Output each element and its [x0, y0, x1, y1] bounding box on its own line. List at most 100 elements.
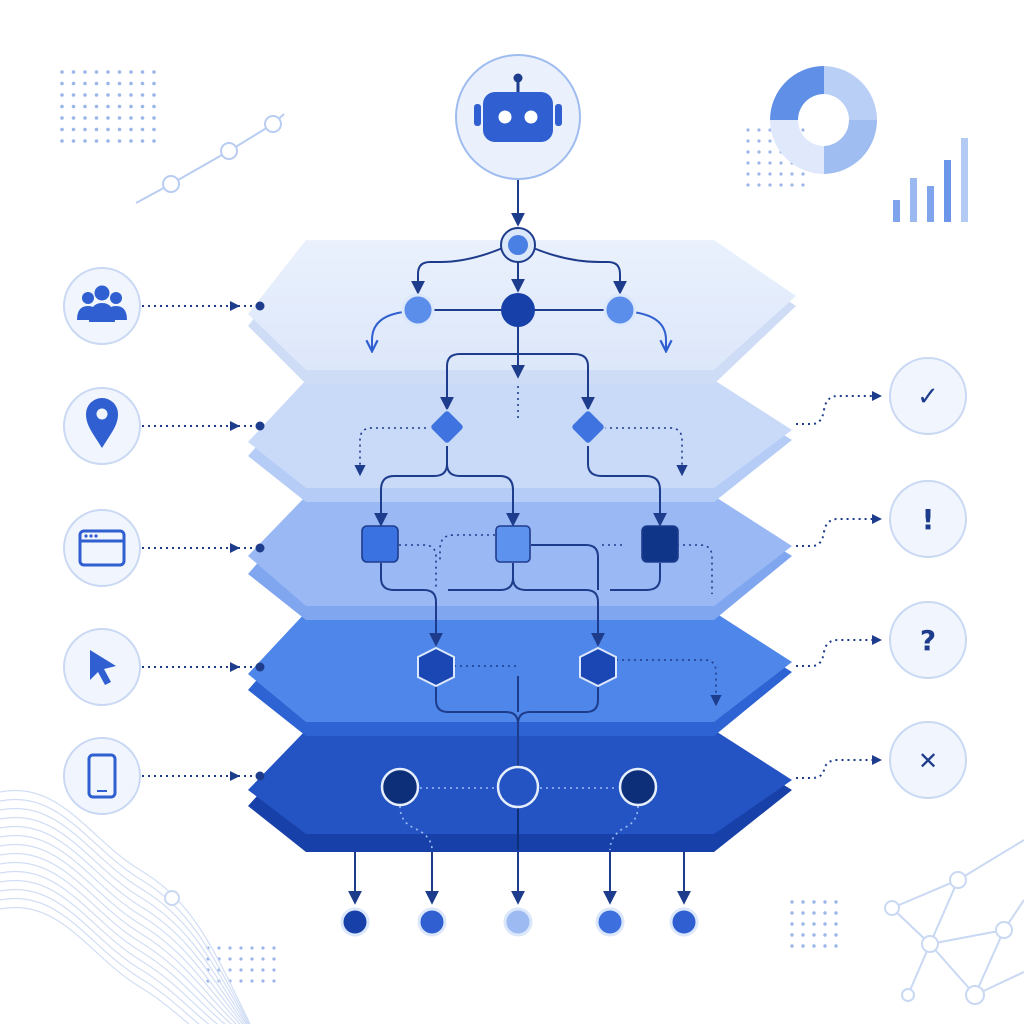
output-connector-arrows	[872, 391, 882, 765]
decor-dot	[117, 104, 122, 109]
decor-dot	[152, 70, 156, 74]
decor-dot	[71, 127, 76, 132]
decor-wave	[0, 906, 190, 1024]
decor-dot	[117, 70, 122, 74]
decor-dot	[94, 81, 99, 86]
decor-dot	[272, 968, 276, 972]
decor-dot	[239, 957, 243, 961]
decor-dot	[239, 946, 243, 950]
output-dot-5[interactable]	[669, 907, 699, 937]
decor-dot	[94, 70, 99, 74]
decor-dot	[94, 139, 99, 143]
hub-node[interactable]	[501, 293, 535, 327]
decor-dot	[71, 70, 76, 74]
process-node-right[interactable]	[641, 525, 679, 563]
layer-1-nodes[interactable]	[401, 227, 637, 327]
decor-dot	[746, 183, 750, 187]
decor-dot	[834, 911, 838, 915]
process-node-left[interactable]	[361, 525, 399, 563]
input-browser[interactable]	[63, 509, 141, 587]
output-dots[interactable]	[340, 907, 699, 937]
process-node-center[interactable]	[495, 525, 531, 563]
decision-node-right[interactable]	[570, 409, 607, 446]
layer-2	[248, 380, 792, 502]
question-icon: ?	[920, 624, 936, 657]
decor-dot	[746, 128, 750, 132]
decor-dot	[261, 979, 265, 983]
decor-dot	[129, 70, 133, 74]
status-success[interactable]: ✓	[889, 357, 967, 435]
status-warning[interactable]: !	[889, 480, 967, 558]
decor-wave	[0, 816, 248, 1024]
layer-3-nodes[interactable]	[361, 525, 679, 563]
decor-wave	[0, 834, 244, 1024]
decor-dot	[60, 81, 64, 86]
decor-dot	[117, 139, 122, 143]
output-status-icons[interactable]: ✓ ! ? ✕	[889, 357, 967, 799]
output-dot-2[interactable]	[417, 907, 447, 937]
decor-dot	[83, 70, 87, 74]
decor-dot	[152, 127, 156, 132]
decor-dot	[834, 900, 838, 904]
decor-dot	[117, 127, 122, 132]
hex-node-right[interactable]	[579, 646, 617, 688]
decor-dot	[779, 161, 783, 165]
branch-node-left[interactable]	[401, 293, 435, 327]
output-node-right[interactable]	[618, 767, 658, 807]
decor-dot	[106, 104, 110, 109]
input-mobile[interactable]	[63, 737, 141, 815]
decor-dot	[71, 139, 76, 143]
input-icons[interactable]	[63, 267, 141, 815]
decor-wave	[0, 897, 200, 1024]
donut-chart-doodle	[770, 66, 877, 174]
decor-dot	[94, 127, 99, 132]
decor-dot	[801, 922, 805, 926]
input-connectors	[142, 305, 252, 777]
decor-dot	[71, 93, 76, 97]
top-node[interactable]	[455, 54, 581, 180]
output-dot-4[interactable]	[595, 907, 625, 937]
decor-dot	[60, 104, 64, 109]
decor-wave	[0, 798, 250, 1024]
layer-5-nodes[interactable]	[380, 765, 658, 809]
decor-dot	[239, 979, 243, 983]
layer-4-nodes[interactable]	[417, 646, 617, 688]
input-location[interactable]	[63, 387, 141, 465]
decor-dot	[152, 116, 156, 120]
decor-dot	[106, 139, 110, 143]
decor-dot	[129, 127, 133, 132]
decor-dot	[779, 183, 783, 187]
output-node-left[interactable]	[380, 767, 420, 807]
output-dot-1[interactable]	[340, 907, 370, 937]
decor-dot	[106, 70, 110, 74]
input-cursor[interactable]	[63, 628, 141, 706]
decor-dot	[129, 81, 133, 86]
decor-dot	[60, 70, 64, 74]
decor-dot	[60, 93, 64, 97]
dot-grid-top-left	[60, 70, 156, 143]
decor-dot	[71, 116, 76, 120]
close-icon: ✕	[918, 747, 938, 775]
status-question[interactable]: ?	[889, 601, 967, 679]
branch-node-right[interactable]	[603, 293, 637, 327]
flow-lines	[354, 246, 722, 768]
decor-dot	[812, 900, 816, 904]
decor-dot	[250, 957, 254, 961]
decor-dot	[94, 116, 99, 120]
layer-2-nodes[interactable]	[429, 409, 607, 446]
wave-lines-doodle	[0, 789, 251, 1024]
hex-node-left[interactable]	[417, 646, 455, 688]
decor-dot	[801, 183, 805, 187]
output-dot-3[interactable]	[503, 907, 533, 937]
status-error[interactable]: ✕	[889, 721, 967, 799]
decor-wave	[0, 789, 251, 1024]
input-users[interactable]	[63, 267, 141, 345]
decision-node-left[interactable]	[429, 409, 466, 446]
decor-dot	[129, 93, 133, 97]
decor-dot	[129, 116, 133, 120]
decor-dot	[757, 150, 761, 154]
output-node-center[interactable]	[496, 765, 540, 809]
decor-dot	[228, 968, 232, 972]
decor-dot	[217, 946, 221, 950]
